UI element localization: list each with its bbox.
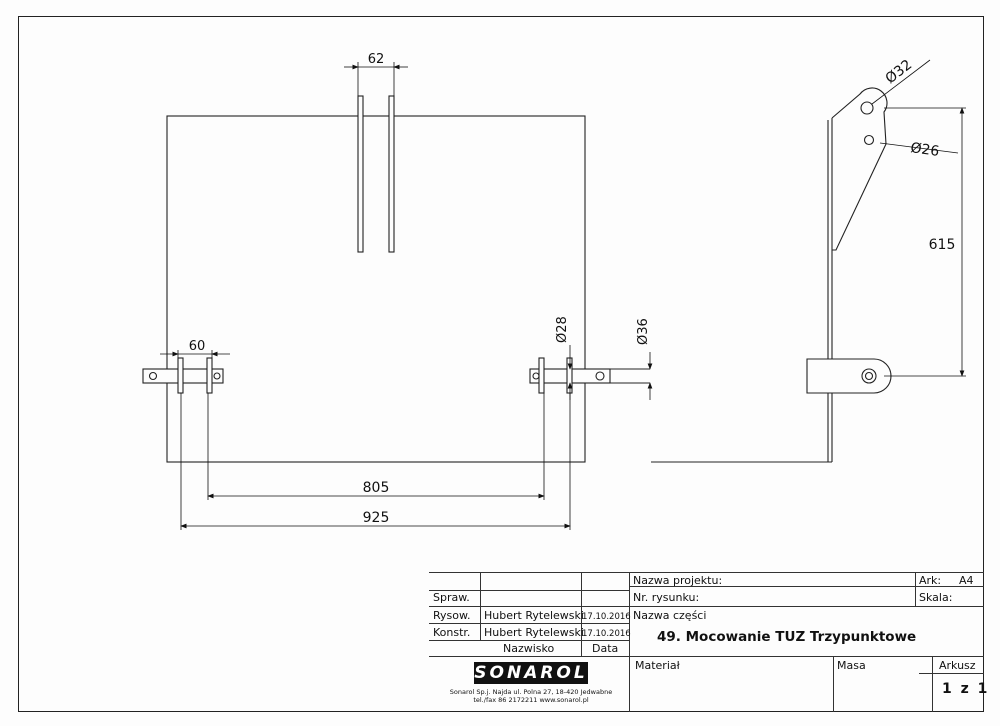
- right-ear-1: [538, 357, 545, 394]
- left-ear-2: [206, 357, 213, 394]
- address-line-2: tel./fax 86 2172211 www.sonarol.pl: [473, 696, 589, 704]
- dim-60: 60: [189, 339, 206, 354]
- part-title: 49. Mocowanie TUZ Trzypunktowe: [657, 629, 917, 645]
- dim-dia-32: Ø32: [883, 57, 916, 87]
- label-material: Materiał: [635, 659, 680, 672]
- dim-62: 62: [368, 52, 385, 67]
- konstr-name: Hubert Rytelewski: [484, 626, 584, 639]
- address-line-1: Sonarol Sp.j. Najda ul. Polna 27, 18-420…: [449, 688, 613, 696]
- dim-805: 805: [363, 480, 390, 496]
- dim-dia-36: Ø36: [636, 318, 651, 345]
- label-spraw: Spraw.: [433, 591, 470, 604]
- drawing-frame: [18, 16, 984, 712]
- dim-dia-26: Ø26: [909, 140, 940, 160]
- side-gusset: [831, 87, 888, 251]
- value-arkusz: 1 z 1: [942, 681, 990, 697]
- main-plate: [166, 115, 586, 463]
- side-dimensions: [871, 59, 966, 377]
- dim-925: 925: [363, 510, 390, 526]
- label-nazwisko: Nazwisko: [503, 642, 555, 655]
- label-nazwa-projektu: Nazwa projektu:: [633, 574, 723, 587]
- left-ear-1: [177, 357, 184, 394]
- company-logo: SONAROL: [474, 662, 588, 684]
- front-dimensions: [160, 62, 653, 530]
- top-bracket-left: [357, 95, 364, 253]
- label-nr-rysunku: Nr. rysunku:: [633, 591, 700, 604]
- label-konstr: Konstr.: [433, 626, 471, 639]
- label-masa: Masa: [837, 659, 866, 672]
- label-rysow: Rysow.: [433, 609, 471, 622]
- label-arkusz: Arkusz: [939, 659, 976, 672]
- label-skala: Skala:: [919, 591, 953, 604]
- value-ark: A4: [959, 574, 974, 587]
- label-data: Data: [592, 642, 619, 655]
- side-lug: [806, 358, 892, 394]
- dim-615: 615: [929, 237, 956, 253]
- rysow-date: 17.10.2016: [582, 612, 631, 622]
- label-ark: Ark:: [919, 574, 942, 587]
- front-view: [142, 95, 650, 463]
- label-nazwa-czesci: Nazwa części: [633, 609, 707, 622]
- dim-dia-28: Ø28: [555, 316, 570, 343]
- konstr-date: 17.10.2016: [582, 629, 631, 639]
- company-address: Sonarol Sp.j. Najda ul. Polna 27, 18-420…: [441, 688, 621, 704]
- side-view: [651, 87, 892, 463]
- title-block: Spraw. Rysow. Konstr. Hubert Rytelewski …: [429, 572, 987, 712]
- right-ear-2: [566, 357, 573, 394]
- rysow-name: Hubert Rytelewski: [484, 609, 584, 622]
- top-bracket-right: [388, 95, 395, 253]
